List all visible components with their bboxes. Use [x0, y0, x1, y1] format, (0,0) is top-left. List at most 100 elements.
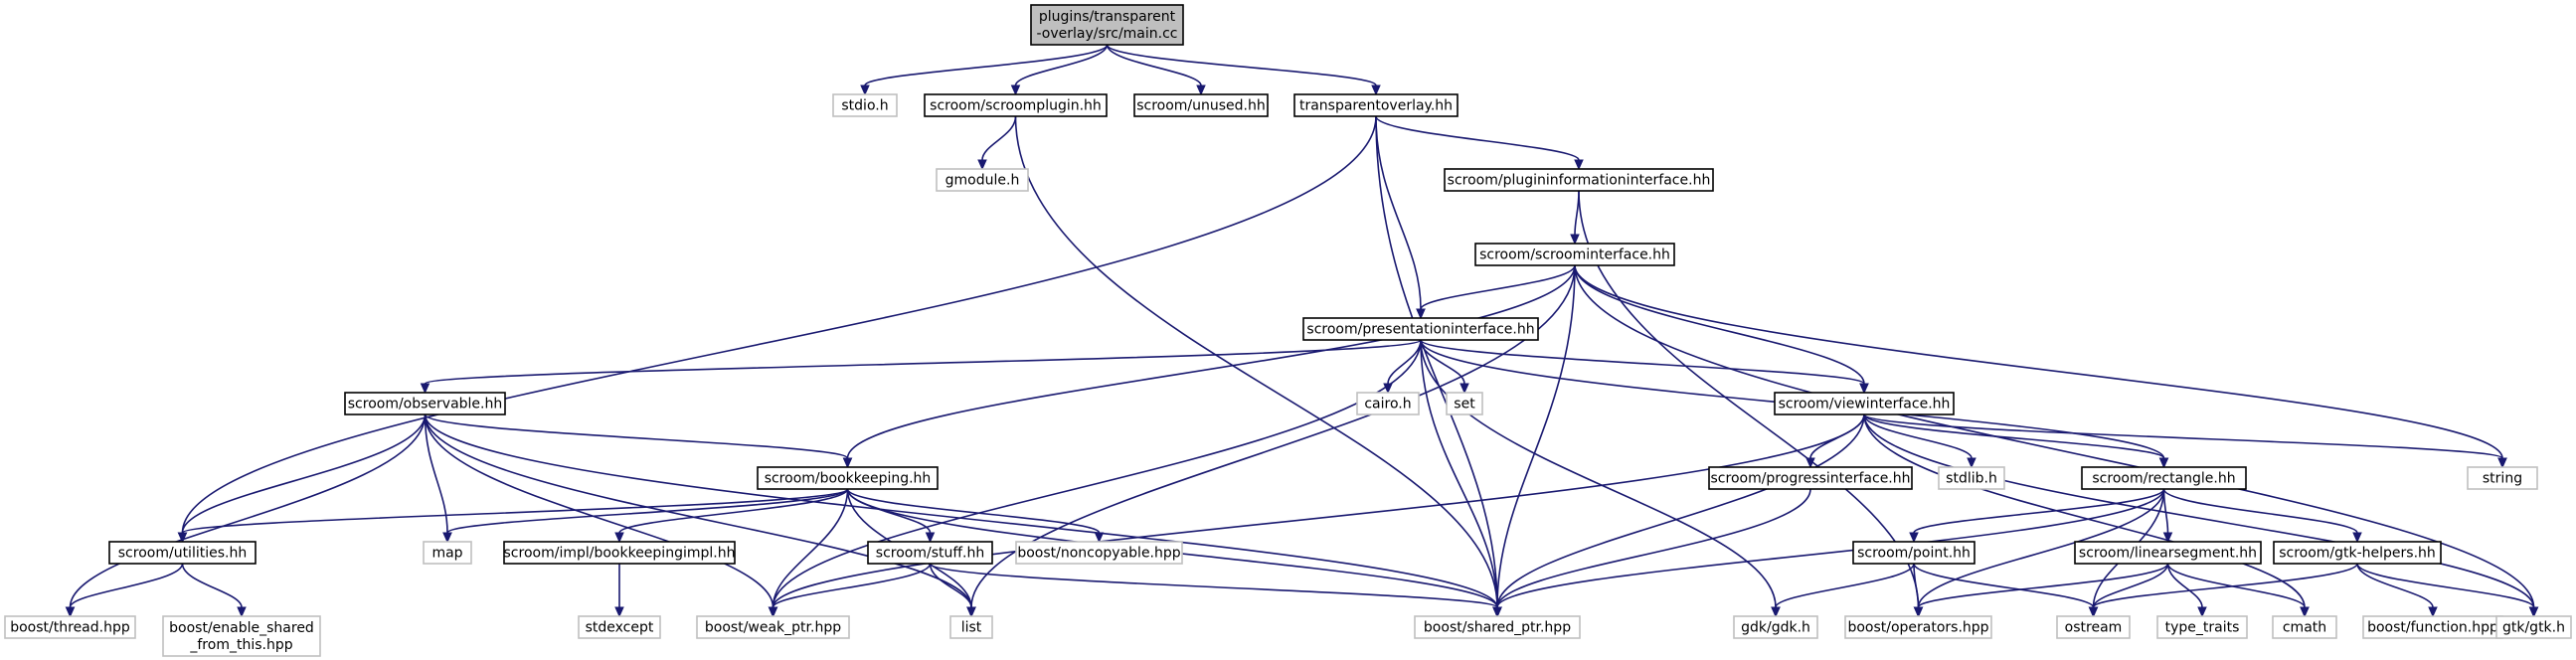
node-box — [2056, 615, 2131, 639]
edge-line — [772, 488, 849, 608]
node-presentation[interactable]: scroom/presentationinterface.hh — [1302, 317, 1539, 341]
node-plugininfo[interactable]: scroom/plugininformationinterface.hh — [1444, 168, 1714, 192]
edge-observable-to-map — [424, 413, 452, 544]
node-stdlib: stdlib.h — [1938, 466, 2005, 490]
node-viewinterface[interactable]: scroom/viewinterface.hh — [1774, 392, 1955, 415]
edge-point-to-gdk — [1771, 563, 1915, 618]
node-linearsegment[interactable]: scroom/linearsegment.hh — [2074, 541, 2262, 565]
edge-line — [1574, 264, 1865, 385]
edge-arrowhead — [925, 532, 936, 544]
edge-line — [2092, 563, 2358, 608]
edge-line — [181, 413, 427, 534]
node-label: transparentoverlay.hh — [1299, 98, 1453, 114]
edge-arrowhead — [966, 606, 976, 618]
edge-linearsegment-to-operators — [1913, 563, 2169, 618]
edge-arrowhead — [2352, 532, 2362, 544]
edge-line — [618, 488, 849, 534]
node-box — [1015, 541, 1183, 565]
edge-arrowhead — [1913, 606, 1924, 618]
edge-arrowhead — [1805, 457, 1815, 469]
edge-bookkeeping-to-bookkeepingimpl — [614, 488, 849, 544]
edge-arrowhead — [2197, 606, 2207, 618]
edge-arrowhead — [2300, 606, 2310, 618]
edge-observable-to-bookkeeping — [424, 413, 853, 469]
node-root[interactable]: plugins/transparent-overlay/src/main.cc — [1030, 4, 1184, 46]
edge-arrowhead — [2162, 532, 2173, 544]
node-scroominterface[interactable]: scroom/scroominterface.hh — [1474, 243, 1675, 266]
edge-line — [772, 339, 1422, 608]
node-scroomplugin[interactable]: scroom/scroomplugin.hh — [924, 93, 1108, 117]
node-label: scroom/progressinterface.hh — [1711, 471, 1911, 487]
node-progress[interactable]: scroom/progressinterface.hh — [1708, 466, 1913, 490]
node-rectangle[interactable]: scroom/rectangle.hh — [2081, 466, 2247, 490]
edge-arrowhead — [614, 606, 624, 618]
edge-arrowhead — [614, 532, 624, 544]
node-list: list — [949, 615, 993, 639]
node-box — [1356, 392, 1420, 415]
node-label: stdio.h — [841, 98, 888, 114]
node-label: type_traits — [2165, 620, 2240, 636]
node-label: scroom/bookkeeping.hh — [765, 471, 932, 487]
edge-line — [1917, 488, 2165, 608]
node-box — [867, 541, 993, 565]
node-stuff[interactable]: scroom/stuff.hh — [867, 541, 993, 565]
node-operators: boost/operators.hpp — [1844, 615, 1992, 639]
edge-line — [1375, 115, 1422, 310]
edge-line — [424, 413, 849, 459]
edge-arrowhead — [2528, 606, 2539, 618]
node-gmodule: gmodule.h — [936, 168, 1029, 192]
edge-line — [846, 488, 1101, 534]
node-weak_ptr: boost/weak_ptr.hpp — [696, 615, 850, 639]
node-observable[interactable]: scroom/observable.hh — [344, 392, 506, 415]
edge-arrowhead — [1010, 84, 1021, 96]
node-box — [503, 541, 736, 565]
edge-viewinterface-to-string — [1863, 413, 2507, 469]
edge-arrowhead — [2428, 606, 2438, 618]
node-bookkeeping[interactable]: scroom/bookkeeping.hh — [757, 466, 939, 490]
edge-line — [2162, 488, 2358, 534]
edge-scroomplugin-to-gmodule — [977, 115, 1017, 171]
node-unused[interactable]: scroom/unused.hh — [1133, 93, 1269, 117]
edge-stuff-to-list — [929, 563, 976, 618]
node-enable_shared: boost/enable_shared_from_this.hpp — [162, 615, 321, 657]
edge-arrowhead — [2088, 606, 2099, 618]
edge-arrowhead — [1574, 159, 1584, 171]
edge-bookkeeping-to-utilities — [177, 488, 849, 544]
node-box — [1774, 392, 1955, 415]
node-utilities[interactable]: scroom/utilities.hh — [108, 541, 257, 565]
node-box — [1444, 168, 1714, 192]
node-label: scroom/scroominterface.hh — [1479, 248, 1670, 263]
edge-arrowhead — [1909, 532, 1919, 544]
edge-arrowhead — [1771, 606, 1781, 618]
edge-arrowhead — [1570, 234, 1580, 246]
edge-arrowhead — [768, 606, 778, 618]
node-noncopyable: boost/noncopyable.hpp — [1015, 541, 1183, 565]
edge-line — [1375, 115, 1498, 608]
edge-arrowhead — [420, 383, 430, 395]
edge-line — [1863, 413, 2306, 608]
node-bookkeepingimpl[interactable]: scroom/impl/bookkeepingimpl.hh — [503, 541, 736, 565]
node-gtk: gtk/gtk.h — [2495, 615, 2572, 639]
edge-arrowhead — [1492, 606, 1502, 618]
edge-gtkhelpers-to-gtk — [2356, 563, 2539, 618]
edge-presentation-to-set — [1420, 339, 1469, 395]
edge-line — [2092, 563, 2169, 608]
edge-viewinterface-to-progress — [1805, 413, 1865, 469]
edge-observable-to-utilities — [177, 413, 427, 544]
node-box — [1474, 243, 1675, 266]
edge-arrowhead — [1416, 308, 1426, 320]
node-transparentoverlay[interactable]: transparentoverlay.hh — [1293, 93, 1459, 117]
node-label: gdk/gdk.h — [1741, 620, 1810, 636]
node-point[interactable]: scroom/point.hh — [1852, 541, 1975, 565]
node-function: boost/function.hpp — [2362, 615, 2503, 639]
edge-line — [424, 413, 774, 608]
node-box — [924, 93, 1108, 117]
node-label: gtk/gtk.h — [2502, 620, 2565, 636]
node-stdio: stdio.h — [832, 93, 898, 117]
node-box — [2074, 541, 2262, 565]
node-gtkhelpers[interactable]: scroom/gtk-helpers.hh — [2273, 541, 2442, 565]
node-box — [2272, 615, 2337, 639]
edge-line — [929, 563, 1498, 608]
edge-line — [1574, 264, 2503, 459]
node-box — [1844, 615, 1992, 639]
